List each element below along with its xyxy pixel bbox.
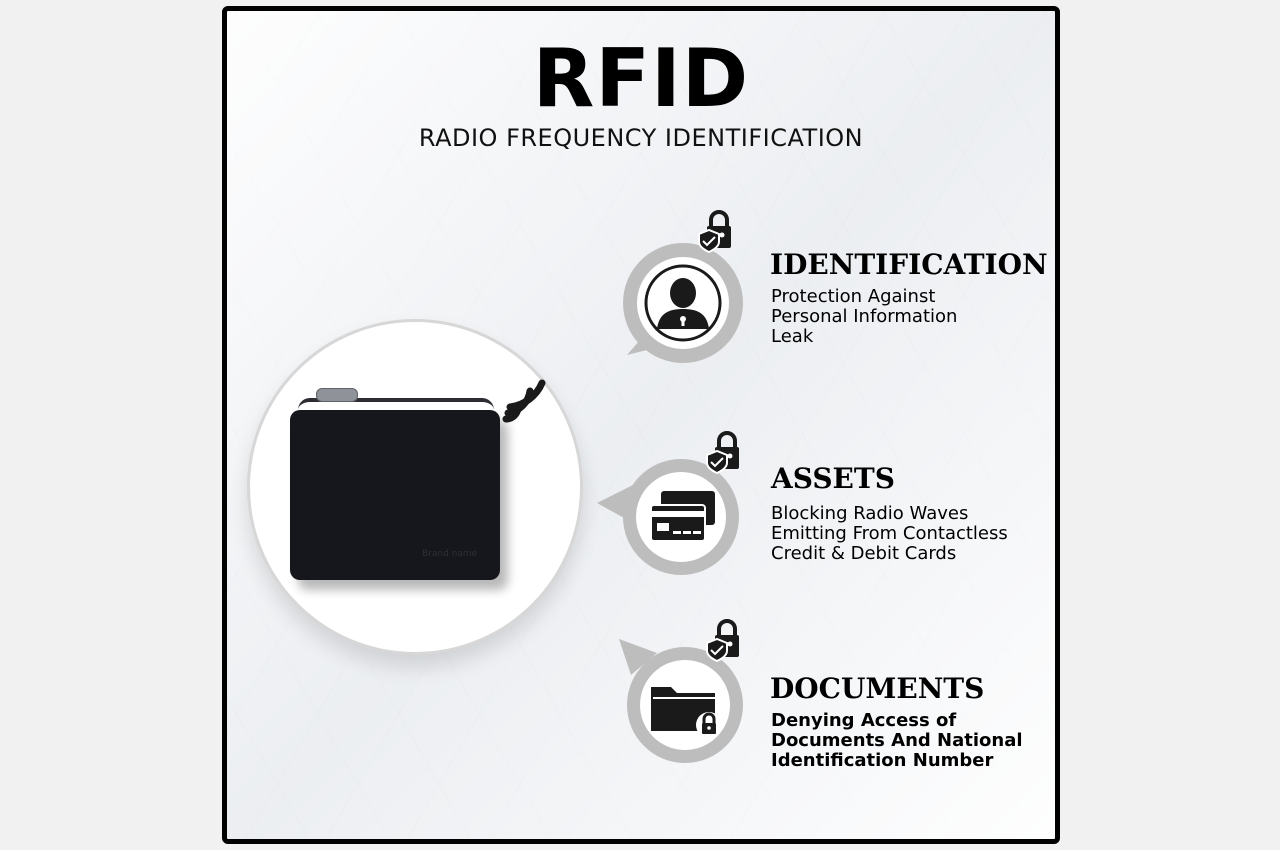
wallet-zipper — [298, 398, 494, 412]
wallet-image — [290, 410, 500, 580]
wireless-signal-icon — [502, 379, 546, 423]
folder-icon — [651, 687, 722, 738]
person-icon — [644, 264, 722, 342]
feature-description-identification: Protection Against Personal Information … — [771, 286, 958, 347]
page-title: RFID — [532, 32, 750, 125]
identification-bubble — [623, 243, 747, 363]
lock-shield-icon — [698, 210, 731, 254]
documents-bubble — [619, 639, 747, 771]
feature-title-documents: DOCUMENTS — [770, 672, 985, 705]
feature-description-documents: Denying Access of Documents And National… — [771, 710, 1023, 771]
feature-description-assets: Blocking Radio Waves Emitting From Conta… — [771, 503, 1008, 564]
zipper-pull — [316, 388, 358, 402]
assets-bubble — [597, 459, 747, 579]
lock-shield-icon — [706, 431, 739, 475]
rfid-infographic-panel: RFID RADIO FREQUENCY IDENTIFICATION Bran… — [222, 6, 1060, 844]
cards-icon — [650, 491, 715, 542]
feature-title-identification: IDENTIFICATION — [770, 248, 1048, 281]
page-subtitle: RADIO FREQUENCY IDENTIFICATION — [418, 124, 864, 152]
lock-shield-icon — [706, 619, 739, 663]
wallet-brand-mark: Brand name — [422, 549, 478, 559]
wallet-image-circle: Brand name — [247, 319, 583, 655]
feature-title-assets: ASSETS — [771, 462, 895, 495]
